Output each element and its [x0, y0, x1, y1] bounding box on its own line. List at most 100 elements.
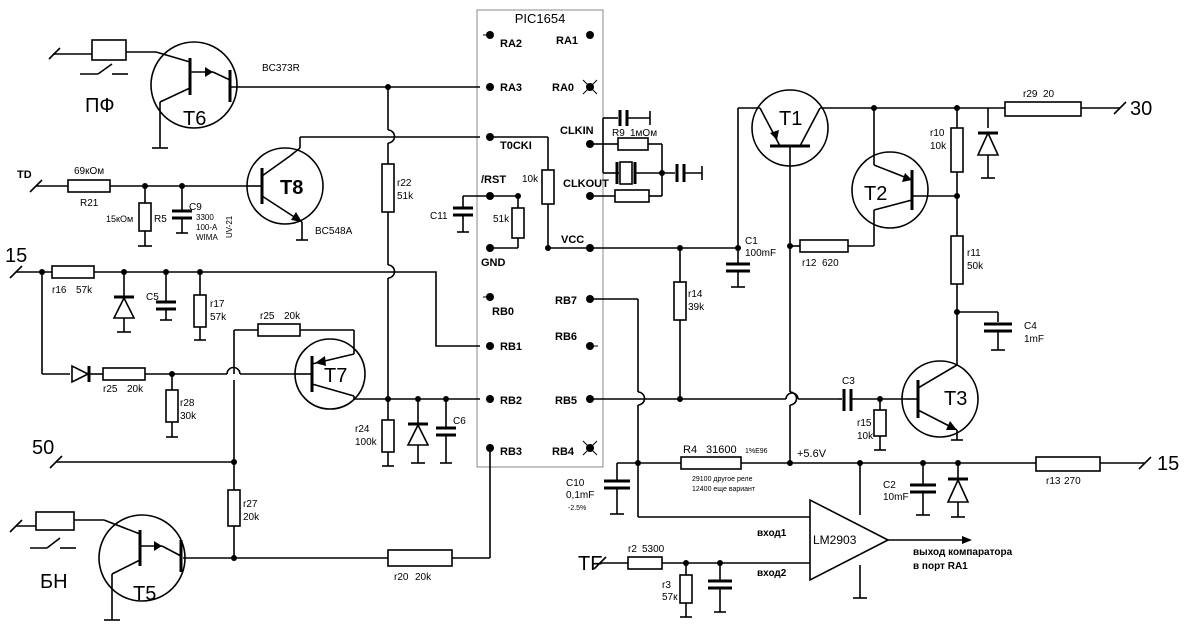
- resistor-r2: [627, 556, 663, 570]
- t6-block: ПФ T6 BC373R: [48, 39, 480, 149]
- label-r25-top-value: 20k: [284, 311, 301, 322]
- label-r2-value: 5300: [642, 544, 665, 555]
- label-r17-value: 57k: [210, 312, 227, 323]
- resistor-r11: [950, 235, 964, 285]
- relay-bn-coil: [35, 511, 75, 531]
- label-r20: r20: [394, 572, 409, 583]
- label-r5-value: 15кОм: [106, 214, 133, 224]
- pin-rb6: RB6: [555, 331, 577, 343]
- zener-diode-c2: [946, 478, 970, 503]
- label-c1: C1: [745, 236, 758, 247]
- label-td: TD: [17, 169, 32, 181]
- resistor-r3: [679, 574, 693, 604]
- resistor-r25-top: [257, 323, 301, 337]
- label-c10: C10: [566, 478, 585, 489]
- zener-diode-left: [112, 296, 136, 319]
- pin-rb0: RB0: [492, 306, 514, 318]
- label-r11-value: 50k: [967, 261, 984, 272]
- resistor-r21: [67, 179, 111, 193]
- label-r13-value: 270: [1064, 476, 1081, 487]
- pin-ra3: RA3: [500, 82, 522, 94]
- label-r25-bottom: r25: [103, 384, 118, 395]
- label-r15-value: 10k: [857, 431, 874, 442]
- resistor-r17: [193, 294, 207, 328]
- label-r10: r10: [930, 128, 945, 139]
- pin-clkout: CLKOUT: [563, 178, 609, 190]
- label-t3: T3: [944, 388, 967, 410]
- label-r17: r17: [210, 299, 225, 310]
- label-c2-value: 10mF: [883, 492, 909, 503]
- label-r9-value: 1мОм: [630, 128, 657, 139]
- label-c9: C9: [189, 202, 202, 213]
- crystal-xtal: [619, 161, 633, 185]
- transistor-t5: [98, 514, 186, 602]
- relay-pf-coil: [91, 39, 127, 61]
- t5-block: 50 r27 20k r20 20k БН T5: [9, 380, 491, 621]
- resistor-r28: [165, 389, 179, 423]
- label-r20-value: 20k: [415, 572, 432, 583]
- label-tf: TF: [578, 553, 602, 575]
- label-comparator: LM2903: [813, 533, 857, 547]
- pin-t0cki: T0CKI: [500, 140, 532, 152]
- label-t1: T1: [779, 108, 802, 130]
- pin-rb2: RB2: [500, 395, 522, 407]
- resistor-r20: [387, 549, 453, 567]
- pin-ra2: RA2: [500, 38, 522, 50]
- transistor-t6: [150, 41, 238, 129]
- transistor-t7: [294, 338, 366, 410]
- vcc-section: C1 100mF r14 39k: [590, 108, 838, 518]
- label-t5: T5: [133, 583, 156, 605]
- pin-rb4: RB4: [552, 446, 575, 458]
- resistor-r13: [1035, 456, 1101, 472]
- clock-section: R9 1мОм: [590, 110, 703, 203]
- label-50: 50: [32, 437, 54, 459]
- label-r16: r16: [52, 285, 67, 296]
- label-r12-value: 620: [822, 258, 839, 269]
- label-in2: вход2: [757, 568, 787, 579]
- label-c10-tol: -2.5%: [568, 505, 586, 512]
- t8-block: TD 69кОм R21 15кОм R5 C9 3300 100-A WIMA…: [17, 136, 480, 247]
- comparator-lm2903: [809, 498, 890, 582]
- t7-block: r25 20k T7 r24 100k C6: [233, 311, 480, 467]
- resistor-r15: [873, 409, 887, 437]
- label-r13: r13: [1046, 476, 1061, 487]
- label-in1: вход1: [757, 528, 787, 539]
- resistor-10k-t0cki: [541, 169, 555, 205]
- resistor-r24: [381, 419, 395, 453]
- resistor-r22: [381, 163, 395, 213]
- label-r4-tol: 1%E96: [745, 448, 768, 455]
- chip-body: [476, 9, 604, 468]
- resistor-r4: [680, 456, 742, 470]
- label-r5: R5: [154, 214, 167, 225]
- reset-section: C11 51k 10k: [430, 136, 590, 251]
- transistor-t8: [246, 147, 324, 225]
- pin-rb5: RB5: [555, 395, 577, 407]
- resistor-r5: [138, 202, 152, 232]
- pin-rb3: RB3: [500, 446, 522, 458]
- label-r4-value: 31600: [706, 444, 737, 456]
- zener-diode-rb2: [406, 423, 430, 446]
- resistor-r14: [673, 281, 687, 321]
- label-r25-bottom-value: 20k: [127, 384, 144, 395]
- pin-vcc: VCC: [561, 234, 584, 246]
- label-t6: T6: [183, 108, 206, 130]
- comparator-section: R4 31600 1%E96 29100 другое реле 12400 е…: [566, 444, 1179, 618]
- resistor-rst-51k: [511, 207, 525, 239]
- resistor-clkout: [614, 189, 650, 203]
- label-r21: R21: [80, 198, 99, 209]
- label-c9-l3: WIMA: [196, 233, 218, 242]
- label-r28-value: 30k: [180, 411, 197, 422]
- label-c9-l4: UV-21: [225, 215, 234, 238]
- diode-d1: [71, 364, 90, 384]
- bus-r22: r22 51k: [381, 84, 414, 399]
- label-bn: БН: [40, 571, 68, 593]
- label-c11: C11: [430, 211, 448, 222]
- rail-15-left: 15 r16 57k C5 r17 57k r25 20k: [5, 245, 480, 438]
- pin-rst: /RST: [481, 174, 506, 186]
- label-r28: r28: [180, 398, 195, 409]
- transistor-t3: [901, 360, 979, 438]
- label-15-left: 15: [5, 245, 27, 267]
- label-rst-r: 51k: [493, 214, 510, 225]
- label-c3: C3: [842, 376, 855, 387]
- label-r3-value: 57к: [662, 592, 678, 603]
